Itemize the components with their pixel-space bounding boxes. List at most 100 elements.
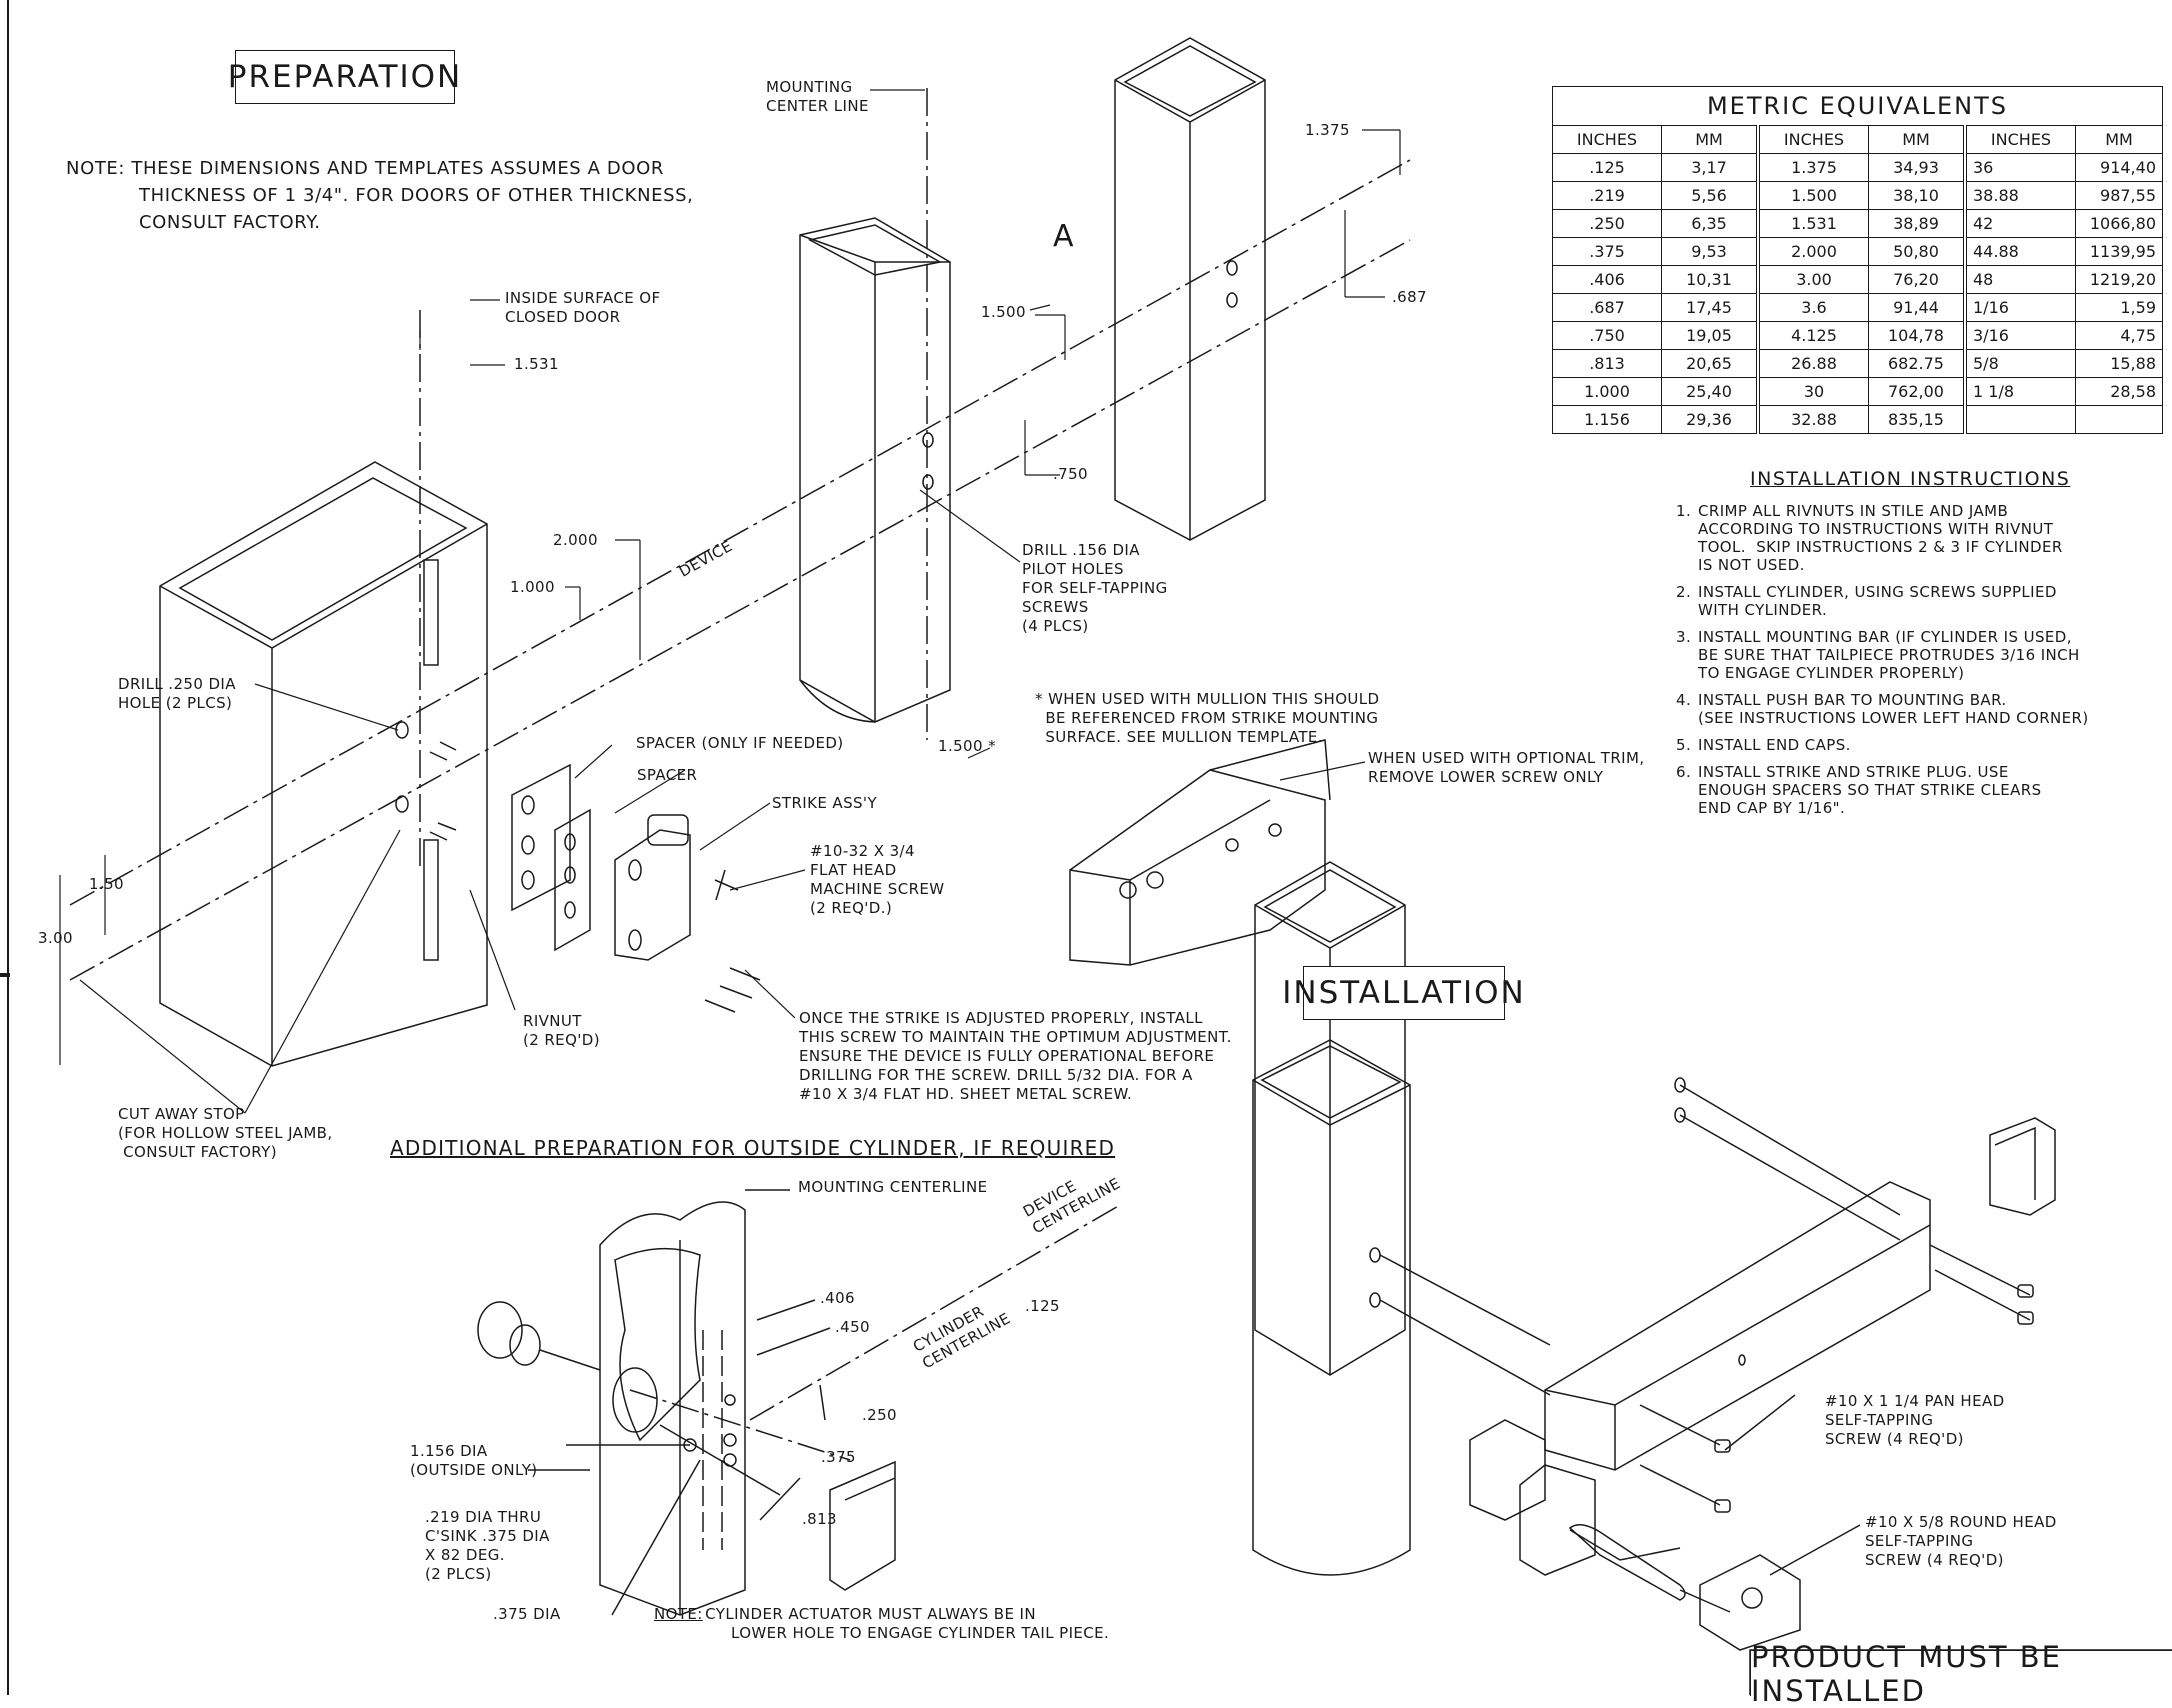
dim-750: .750 <box>1053 465 1088 483</box>
table-cell: .375 <box>1552 237 1662 266</box>
dim-375: .375 <box>821 1448 856 1466</box>
dim-250: .250 <box>862 1406 897 1424</box>
dim-687: .687 <box>1392 288 1427 306</box>
preparation-title: PREPARATION <box>228 50 460 104</box>
col-header-mm-1: MM <box>1661 125 1759 154</box>
dim-1-500-bottom: 1.500 * <box>938 737 997 755</box>
rivnut-label: RIVNUT (2 REQ'D) <box>523 1012 600 1049</box>
table-cell: .813 <box>1552 349 1662 378</box>
table-cell: 48 <box>1963 265 2076 294</box>
table-cell: 38,10 <box>1868 181 1966 210</box>
table-cell: 987,55 <box>2075 181 2163 210</box>
table-cell: .125 <box>1552 153 1662 182</box>
dim-3-00: 3.00 <box>38 929 73 947</box>
table-cell: 44.88 <box>1963 237 2076 266</box>
table-cell: 1/16 <box>1963 293 2076 322</box>
table-cell: 762,00 <box>1868 377 1966 406</box>
door-thickness-note-line3: CONSULT FACTORY. <box>139 212 321 233</box>
dim-1-531: 1.531 <box>514 355 559 373</box>
table-cell: 3.00 <box>1756 265 1869 294</box>
table-cell: .687 <box>1552 293 1662 322</box>
additional-prep-heading: ADDITIONAL PREPARATION FOR OUTSIDE CYLIN… <box>390 1136 1116 1160</box>
product-banner: PRODUCT MUST BE INSTALLED <box>1750 1640 2172 1708</box>
installation-instructions: INSTALLATION INSTRUCTIONS 1. CRIMP ALL RI… <box>1676 470 2116 826</box>
cylinder-note-label: NOTE: <box>654 1605 703 1623</box>
installation-instructions-heading: INSTALLATION INSTRUCTIONS <box>1750 468 2071 490</box>
instruction-number: 3. <box>1676 628 1692 646</box>
instruction-item: 6.INSTALL STRIKE AND STRIKE PLUG. USE EN… <box>1676 763 2116 817</box>
instruction-number: 5. <box>1676 736 1692 754</box>
instruction-text: CRIMP ALL RIVNUTS IN STILE AND JAMB ACCO… <box>1698 502 2063 574</box>
pan-head-screw-label: #10 X 1 1/4 PAN HEAD SELF-TAPPING SCREW … <box>1825 1392 2005 1448</box>
installation-title: INSTALLATION <box>1282 966 1524 1020</box>
table-cell: 1.156 <box>1552 405 1662 434</box>
table-cell <box>1963 405 2076 434</box>
table-cell: 1.000 <box>1552 377 1662 406</box>
instruction-item: 2.INSTALL CYLINDER, USING SCREWS SUPPLIE… <box>1676 583 2116 619</box>
table-cell: 30 <box>1756 377 1869 406</box>
table-cell: 36 <box>1963 153 2076 182</box>
table-cell: 17,45 <box>1661 293 1759 322</box>
instruction-item: 1. CRIMP ALL RIVNUTS IN STILE AND JAMB AC… <box>1676 502 2116 574</box>
dia-219-label: .219 DIA THRU C'SINK .375 DIA X 82 DEG. … <box>425 1508 550 1583</box>
spacer-if-needed-label: SPACER (ONLY IF NEEDED) <box>636 734 844 752</box>
table-cell: 76,20 <box>1868 265 1966 294</box>
table-cell: 3.6 <box>1756 293 1869 322</box>
table-cell: 1.531 <box>1756 209 1869 238</box>
mounting-centerline-label: MOUNTING CENTERLINE <box>798 1178 988 1196</box>
table-cell: 91,44 <box>1868 293 1966 322</box>
dim-1-375: 1.375 <box>1305 121 1350 139</box>
mounting-center-line-label: MOUNTING CENTER LINE <box>766 78 869 115</box>
dim-2-000: 2.000 <box>553 531 598 549</box>
instruction-text: INSTALL MOUNTING BAR (IF CYLINDER IS USE… <box>1698 628 2080 682</box>
table-cell: 5,56 <box>1661 181 1759 210</box>
door-stile-drawing <box>159 461 488 1067</box>
metric-table-title: METRIC EQUIVALENTS <box>1552 86 2163 126</box>
leader-lines <box>59 89 1401 1114</box>
table-cell: .406 <box>1552 265 1662 294</box>
instruction-text: INSTALL END CAPS. <box>1698 736 1851 754</box>
dia-375-label: .375 DIA <box>493 1605 561 1623</box>
instruction-number: 4. <box>1676 691 1692 709</box>
table-cell: 1066,80 <box>2075 209 2163 238</box>
table-cell: 835,15 <box>1868 405 1966 434</box>
door-thickness-note-line2: THICKNESS OF 1 3/4". FOR DOORS OF OTHER … <box>139 185 694 206</box>
col-header-inches-2: INCHES <box>1756 125 1869 154</box>
table-cell: 3,17 <box>1661 153 1759 182</box>
table-cell: 32.88 <box>1756 405 1869 434</box>
door-thickness-note-line1: NOTE: THESE DIMENSIONS AND TEMPLATES ASS… <box>66 158 664 179</box>
col-header-inches-1: INCHES <box>1552 125 1662 154</box>
instruction-text: INSTALL STRIKE AND STRIKE PLUG. USE ENOU… <box>1698 763 2042 817</box>
metric-equivalents-table: METRIC EQUIVALENTS INCHES MM INCHES MM I… <box>1552 86 2163 434</box>
table-cell: 34,93 <box>1868 153 1966 182</box>
table-cell: 1139,95 <box>2075 237 2163 266</box>
table-cell: 10,31 <box>1661 265 1759 294</box>
dim-125: .125 <box>1025 1297 1060 1315</box>
table-cell: .219 <box>1552 181 1662 210</box>
push-bar-drawing <box>1369 1077 2056 1576</box>
table-cell: 4,75 <box>2075 321 2163 350</box>
table-cell: 914,40 <box>2075 153 2163 182</box>
table-cell: 682.75 <box>1868 349 1966 378</box>
inside-surface-label: INSIDE SURFACE OF CLOSED DOOR <box>505 289 661 326</box>
table-cell: 3/16 <box>1963 321 2076 350</box>
strike-screw-note: ONCE THE STRIKE IS ADJUSTED PROPERLY, IN… <box>799 1009 1232 1103</box>
instruction-text: INSTALL PUSH BAR TO MOUNTING BAR. (SEE I… <box>1698 691 2089 727</box>
spacer-label: SPACER <box>637 766 698 784</box>
installation-posts <box>1252 861 1411 1576</box>
table-cell: 1 1/8 <box>1963 377 2076 406</box>
table-cell: 25,40 <box>1661 377 1759 406</box>
optional-trim-label: WHEN USED WITH OPTIONAL TRIM, REMOVE LOW… <box>1368 749 1645 786</box>
table-cell: 29,36 <box>1661 405 1759 434</box>
mounting-post-front <box>799 217 951 723</box>
strike-assembly-drawing <box>429 741 761 1013</box>
table-cell: 5/8 <box>1963 349 2076 378</box>
dim-1-000: 1.000 <box>510 578 555 596</box>
table-cell: .250 <box>1552 209 1662 238</box>
instruction-number: 1. <box>1676 502 1692 520</box>
